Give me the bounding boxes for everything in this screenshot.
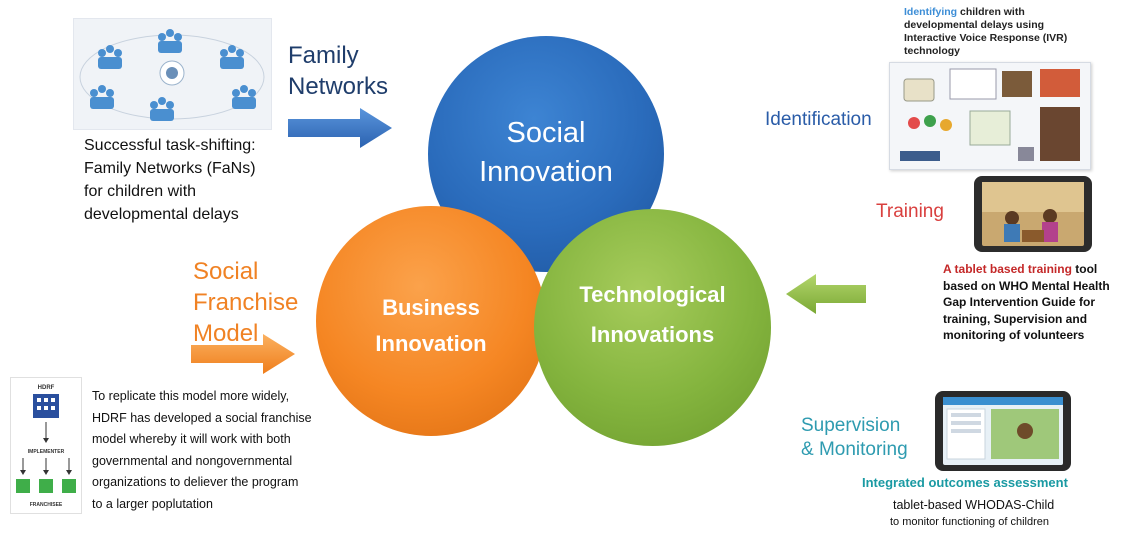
org-chart-franchisee-label: FRANCHISEE	[30, 502, 63, 508]
training-heading: Training	[876, 201, 944, 222]
technological-innovations-circle: Technological Innovations	[534, 209, 771, 446]
family-networks-heading: Family Networks	[288, 42, 389, 100]
business-innovation-label: Business Innovation	[375, 295, 487, 356]
org-chart-hdrf-label: HDRF	[38, 385, 55, 391]
identification-caption: Identifying children with developmental …	[904, 6, 1068, 57]
arrow-right-orange-icon	[191, 334, 295, 374]
tablet-screen	[982, 182, 1084, 246]
supervision-tablet-image	[935, 391, 1071, 471]
org-chart-implementer-label: IMPLEMENTER	[28, 449, 65, 455]
people-network-icon	[79, 29, 265, 121]
technological-innovations-label: Technological Innovations	[579, 282, 726, 347]
business-innovation-circle: Business Innovation	[316, 206, 546, 436]
social-franchise-description: To replicate this model more widely, HDR…	[92, 389, 312, 511]
phone-icon	[903, 78, 935, 102]
arrow-right-blue-icon	[288, 108, 392, 148]
training-tablet-image	[974, 176, 1092, 252]
tablet-screen	[943, 397, 1063, 465]
ivr-illustration	[889, 62, 1091, 170]
social-franchise-heading: Social Franchise Model	[193, 258, 299, 347]
family-networks-illustration	[73, 18, 272, 130]
building-icon	[33, 394, 59, 418]
arrow-left-green-icon	[786, 274, 866, 314]
franchise-org-chart: HDRF IMPLEMENTER FRANCHISEE	[10, 377, 82, 514]
outcomes-assessment-title: Integrated outcomes assessment	[862, 475, 1068, 490]
franchise-building-icons	[16, 479, 76, 493]
social-innovation-label: Social Innovation	[479, 117, 613, 188]
outcomes-assessment-subtitle: tablet-based WHODAS-Child	[893, 498, 1055, 512]
identification-heading: Identification	[765, 109, 872, 130]
outcomes-assessment-description: to monitor functioning of children	[890, 516, 1049, 528]
family-networks-description: Successful task-shifting: Family Network…	[84, 137, 256, 223]
supervision-monitoring-heading: Supervision & Monitoring	[801, 415, 908, 460]
training-caption: A tablet based training tool based on WH…	[943, 262, 1110, 342]
